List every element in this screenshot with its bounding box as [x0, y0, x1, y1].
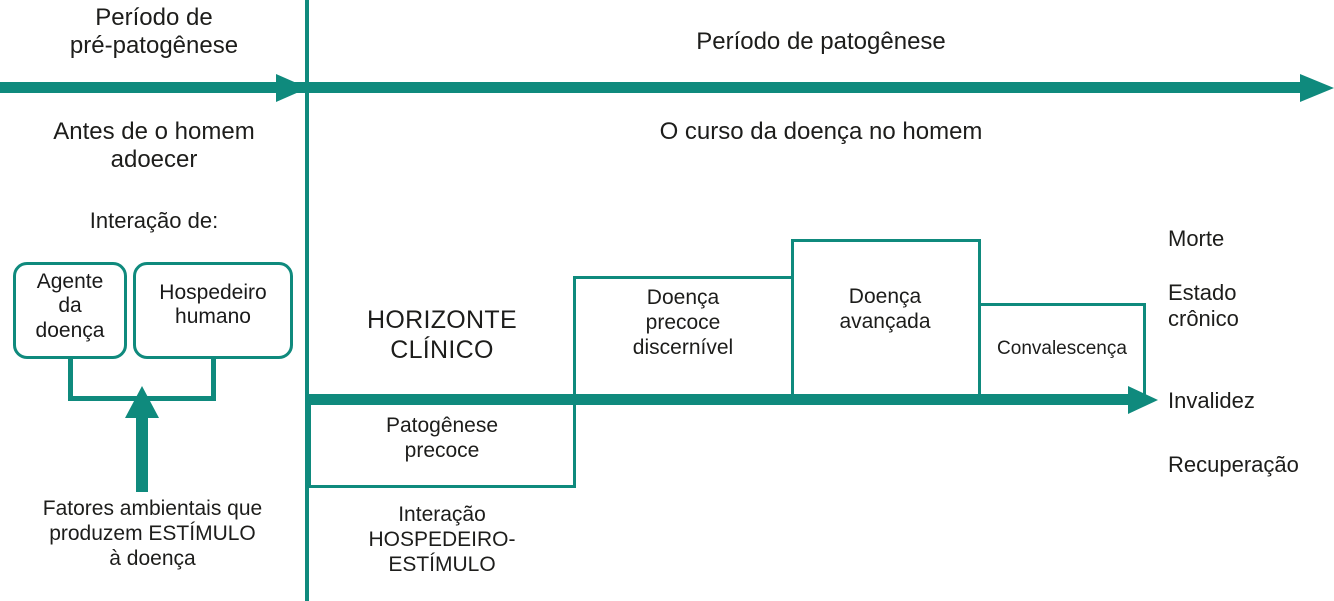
- box-human-host: Hospedeiro humano: [133, 262, 293, 359]
- environment-arrow-shaft: [136, 400, 148, 492]
- clinical-horizon-label: HORIZONTE CLÍNICO: [367, 306, 517, 364]
- outcome-recovery: Recuperação: [1168, 452, 1299, 477]
- bracket-right-stem: [211, 356, 216, 400]
- stage-label-early-discernible-disease: Doença precoce discernível: [632, 286, 734, 359]
- stage-label-advanced-disease: Doença avançada: [839, 285, 931, 333]
- pre-pathogenesis-arrowhead: [276, 74, 308, 102]
- period-pre-pathogenesis-title: Período de pré-patogênese: [69, 4, 239, 60]
- outcome-chronic-state: Estado crônico: [1168, 280, 1239, 331]
- top-timeline-arrowhead: [1300, 74, 1334, 102]
- interaction-label: Interação de:: [89, 208, 219, 233]
- stage-box-early-pathogenesis: [308, 399, 576, 488]
- bracket-left-stem: [68, 356, 73, 400]
- outcome-death: Morte: [1168, 226, 1225, 251]
- course-of-disease-subtitle: O curso da doença no homem: [659, 118, 983, 145]
- clinical-horizon-arrowhead: [1128, 386, 1158, 414]
- top-timeline-line: [0, 82, 1316, 93]
- environmental-factors-caption: Fatores ambientais que produzem ESTÍMULO…: [42, 497, 263, 570]
- host-stimulus-interaction-label: Interação HOSPEDEIRO- ESTÍMULO: [368, 503, 516, 576]
- environment-arrowhead: [125, 386, 159, 418]
- early-pathogenesis-label: Patogênese precoce: [385, 414, 499, 462]
- clinical-horizon-line: [308, 394, 1138, 405]
- box-human-host-label: Hospedeiro humano: [159, 281, 267, 329]
- box-disease-agent-label: Agente da doença: [35, 270, 105, 342]
- period-pathogenesis-title: Período de patogênese: [696, 28, 946, 55]
- period-divider-line: [305, 0, 309, 601]
- stage-label-convalescence: Convalescença: [997, 338, 1127, 359]
- outcome-disability: Invalidez: [1168, 388, 1255, 413]
- before-illness-subtitle: Antes de o homem adoecer: [53, 118, 255, 174]
- box-disease-agent: Agente da doença: [13, 262, 127, 359]
- stage-box-convalescence: [978, 303, 1146, 404]
